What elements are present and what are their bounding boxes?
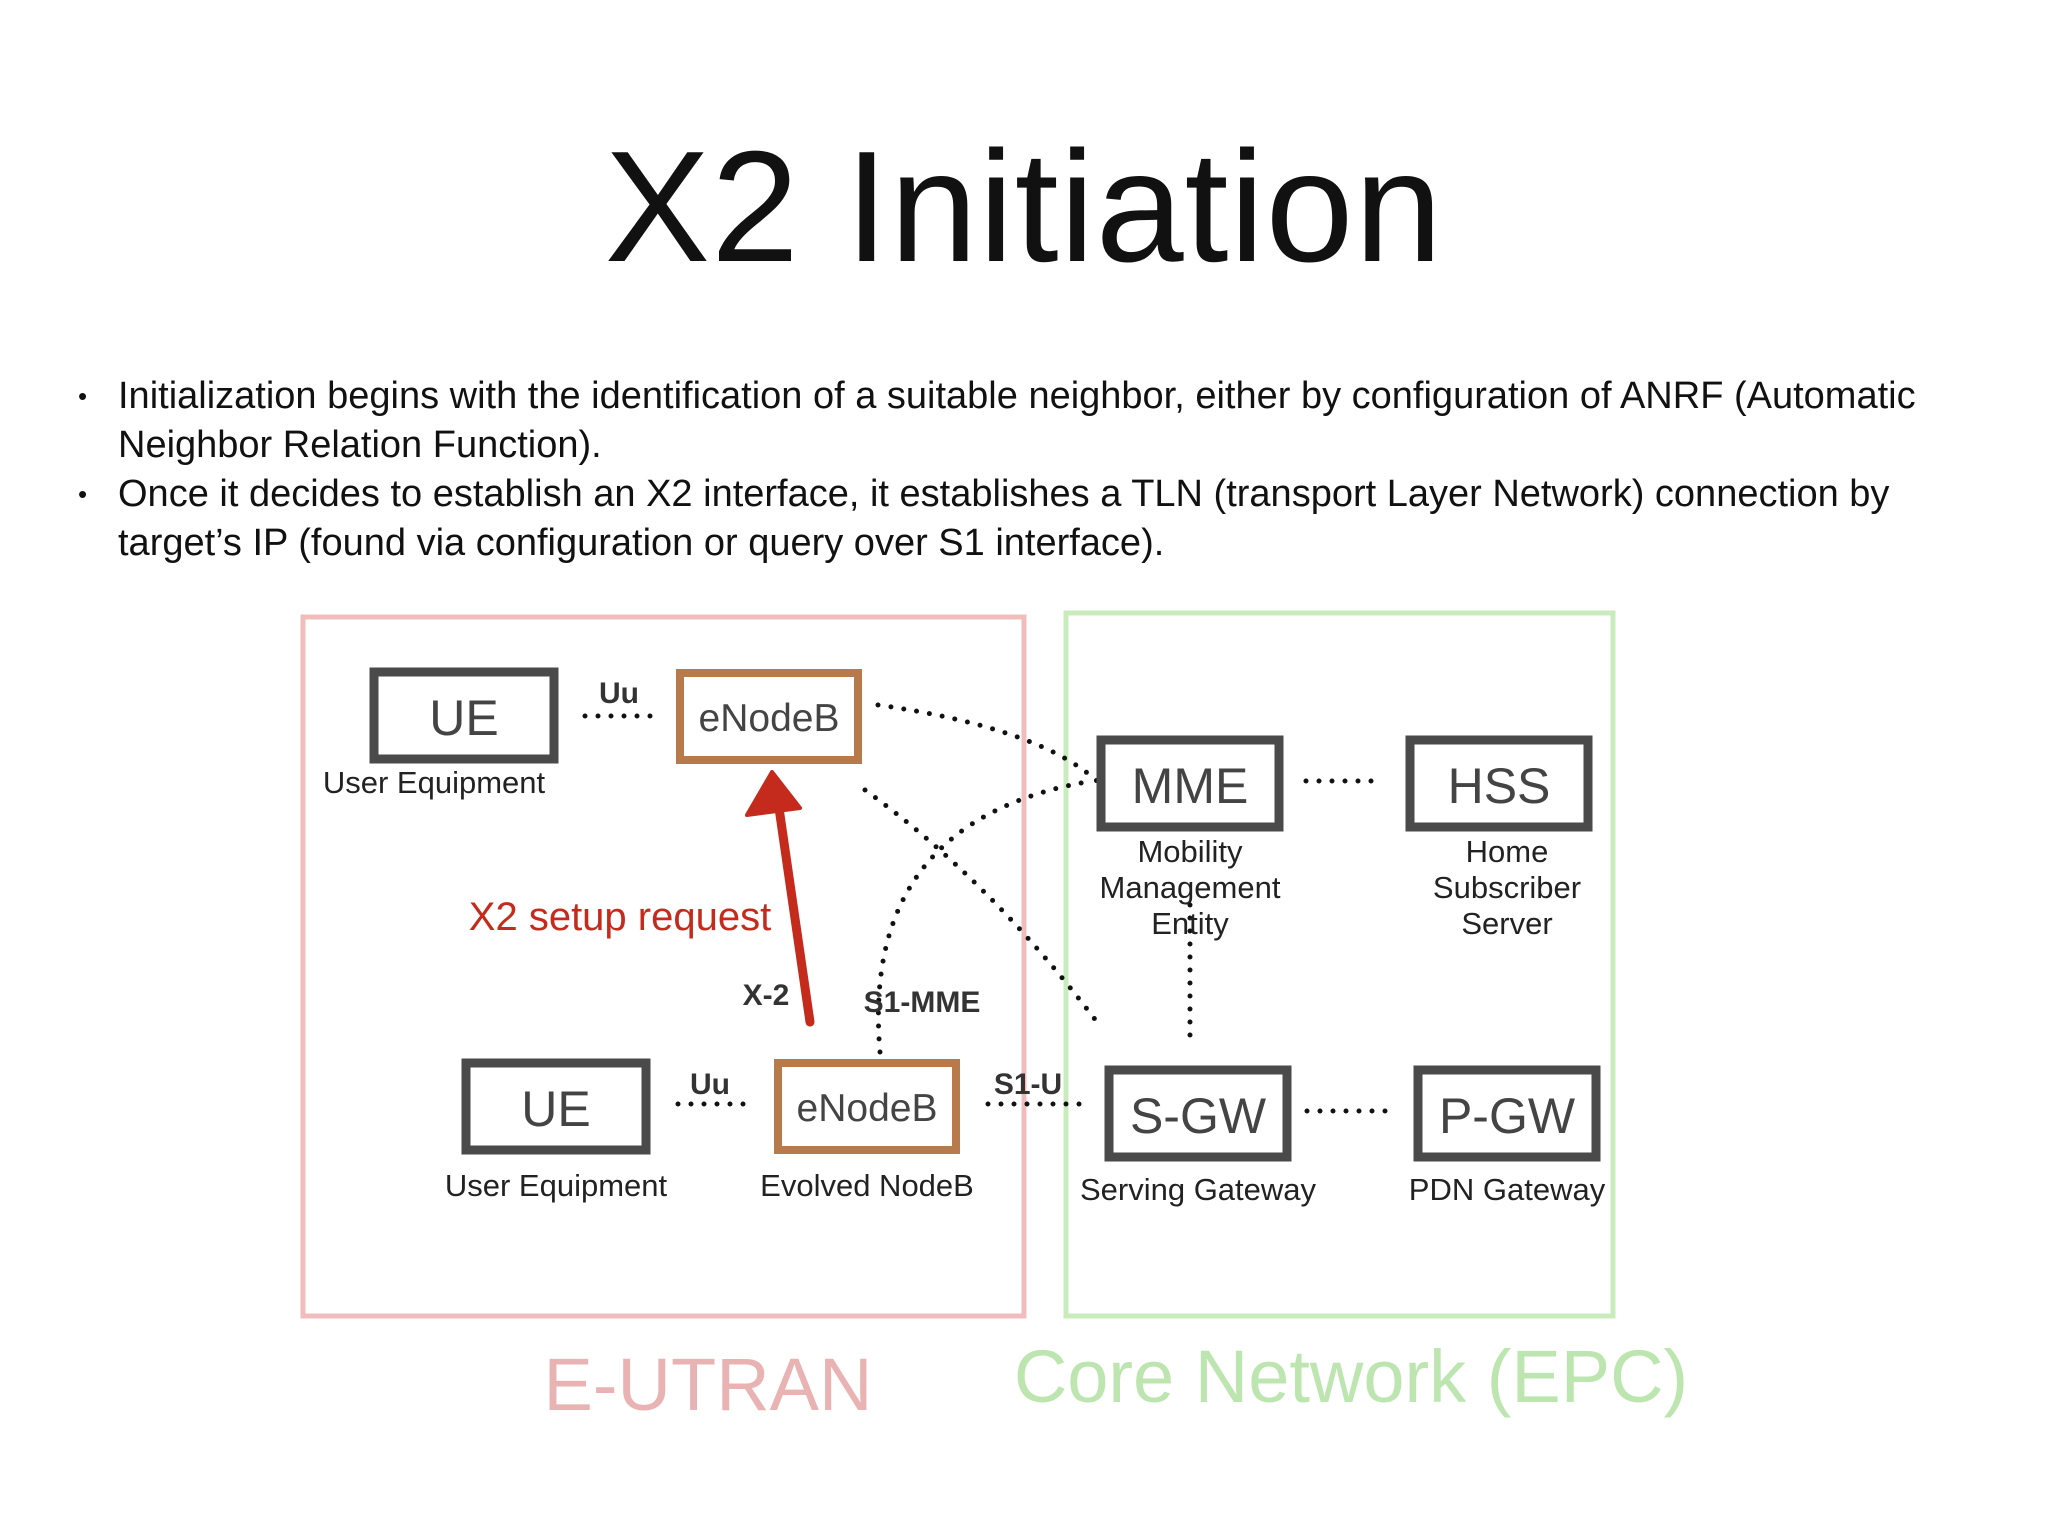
slide-title: X2 Initiation <box>604 119 1444 295</box>
node-label: HSS <box>1448 758 1551 814</box>
x2-setup-request-label: X2 setup request <box>469 895 771 939</box>
node-sublabel: PDN Gateway <box>1409 1172 1606 1207</box>
ue-bottom-node: UE User Equipment <box>445 1058 668 1203</box>
s1-mme-label: S1-MME <box>864 986 981 1019</box>
enodeb-top-node: eNodeB <box>676 669 862 764</box>
s1-mme-top-link <box>875 702 1101 785</box>
enodeb-bottom-node: eNodeB Evolved NodeB <box>760 1059 974 1203</box>
node-sublabel: User Equipment <box>323 765 546 800</box>
pgw-node: P-GW PDN Gateway <box>1409 1065 1606 1207</box>
node-label: P-GW <box>1439 1088 1576 1144</box>
bullet-item: Once it decides to establish an X2 inter… <box>78 470 1958 568</box>
s1-u-label: S1-U <box>994 1068 1062 1101</box>
bullet-list: Initialization begins with the identific… <box>78 372 1958 568</box>
node-sublabel: Management <box>1100 870 1281 905</box>
node-label: UE <box>429 690 498 746</box>
s1-u-top-link <box>862 787 1103 1029</box>
node-label: S-GW <box>1130 1088 1267 1144</box>
node-label: eNodeB <box>699 697 840 740</box>
eutran-label: E-UTRAN <box>544 1343 873 1426</box>
mme-node: MME Mobility Management Entity <box>1096 735 1284 941</box>
node-label: MME <box>1132 758 1249 814</box>
x2-request-arrow <box>745 770 815 1027</box>
x2-label: X-2 <box>743 979 790 1012</box>
hss-node: HSS Home Subscriber Server <box>1405 735 1593 941</box>
sgw-node: S-GW Serving Gateway <box>1080 1065 1317 1207</box>
node-sublabel: Evolved NodeB <box>760 1168 974 1203</box>
s1-mme-bottom-link <box>875 778 1095 1055</box>
node-sublabel: Subscriber <box>1433 870 1581 905</box>
node-sublabel: Server <box>1461 906 1552 941</box>
node-sublabel: User Equipment <box>445 1168 668 1203</box>
ue-top-node: UE User Equipment <box>323 667 559 800</box>
node-sublabel: Mobility <box>1137 834 1243 869</box>
node-sublabel: Home <box>1466 834 1549 869</box>
core-network-label: Core Network (EPC) <box>1014 1335 1688 1418</box>
node-sublabel: Serving Gateway <box>1080 1172 1317 1207</box>
core-region <box>1063 610 1616 1319</box>
uu-bottom-label: Uu <box>690 1068 730 1101</box>
node-label: UE <box>521 1081 590 1137</box>
eutran-region <box>300 614 1027 1319</box>
bullet-item: Initialization begins with the identific… <box>78 372 1958 470</box>
uu-top-label: Uu <box>599 677 639 710</box>
node-sublabel: Entity <box>1151 906 1229 941</box>
node-label: eNodeB <box>797 1087 938 1130</box>
